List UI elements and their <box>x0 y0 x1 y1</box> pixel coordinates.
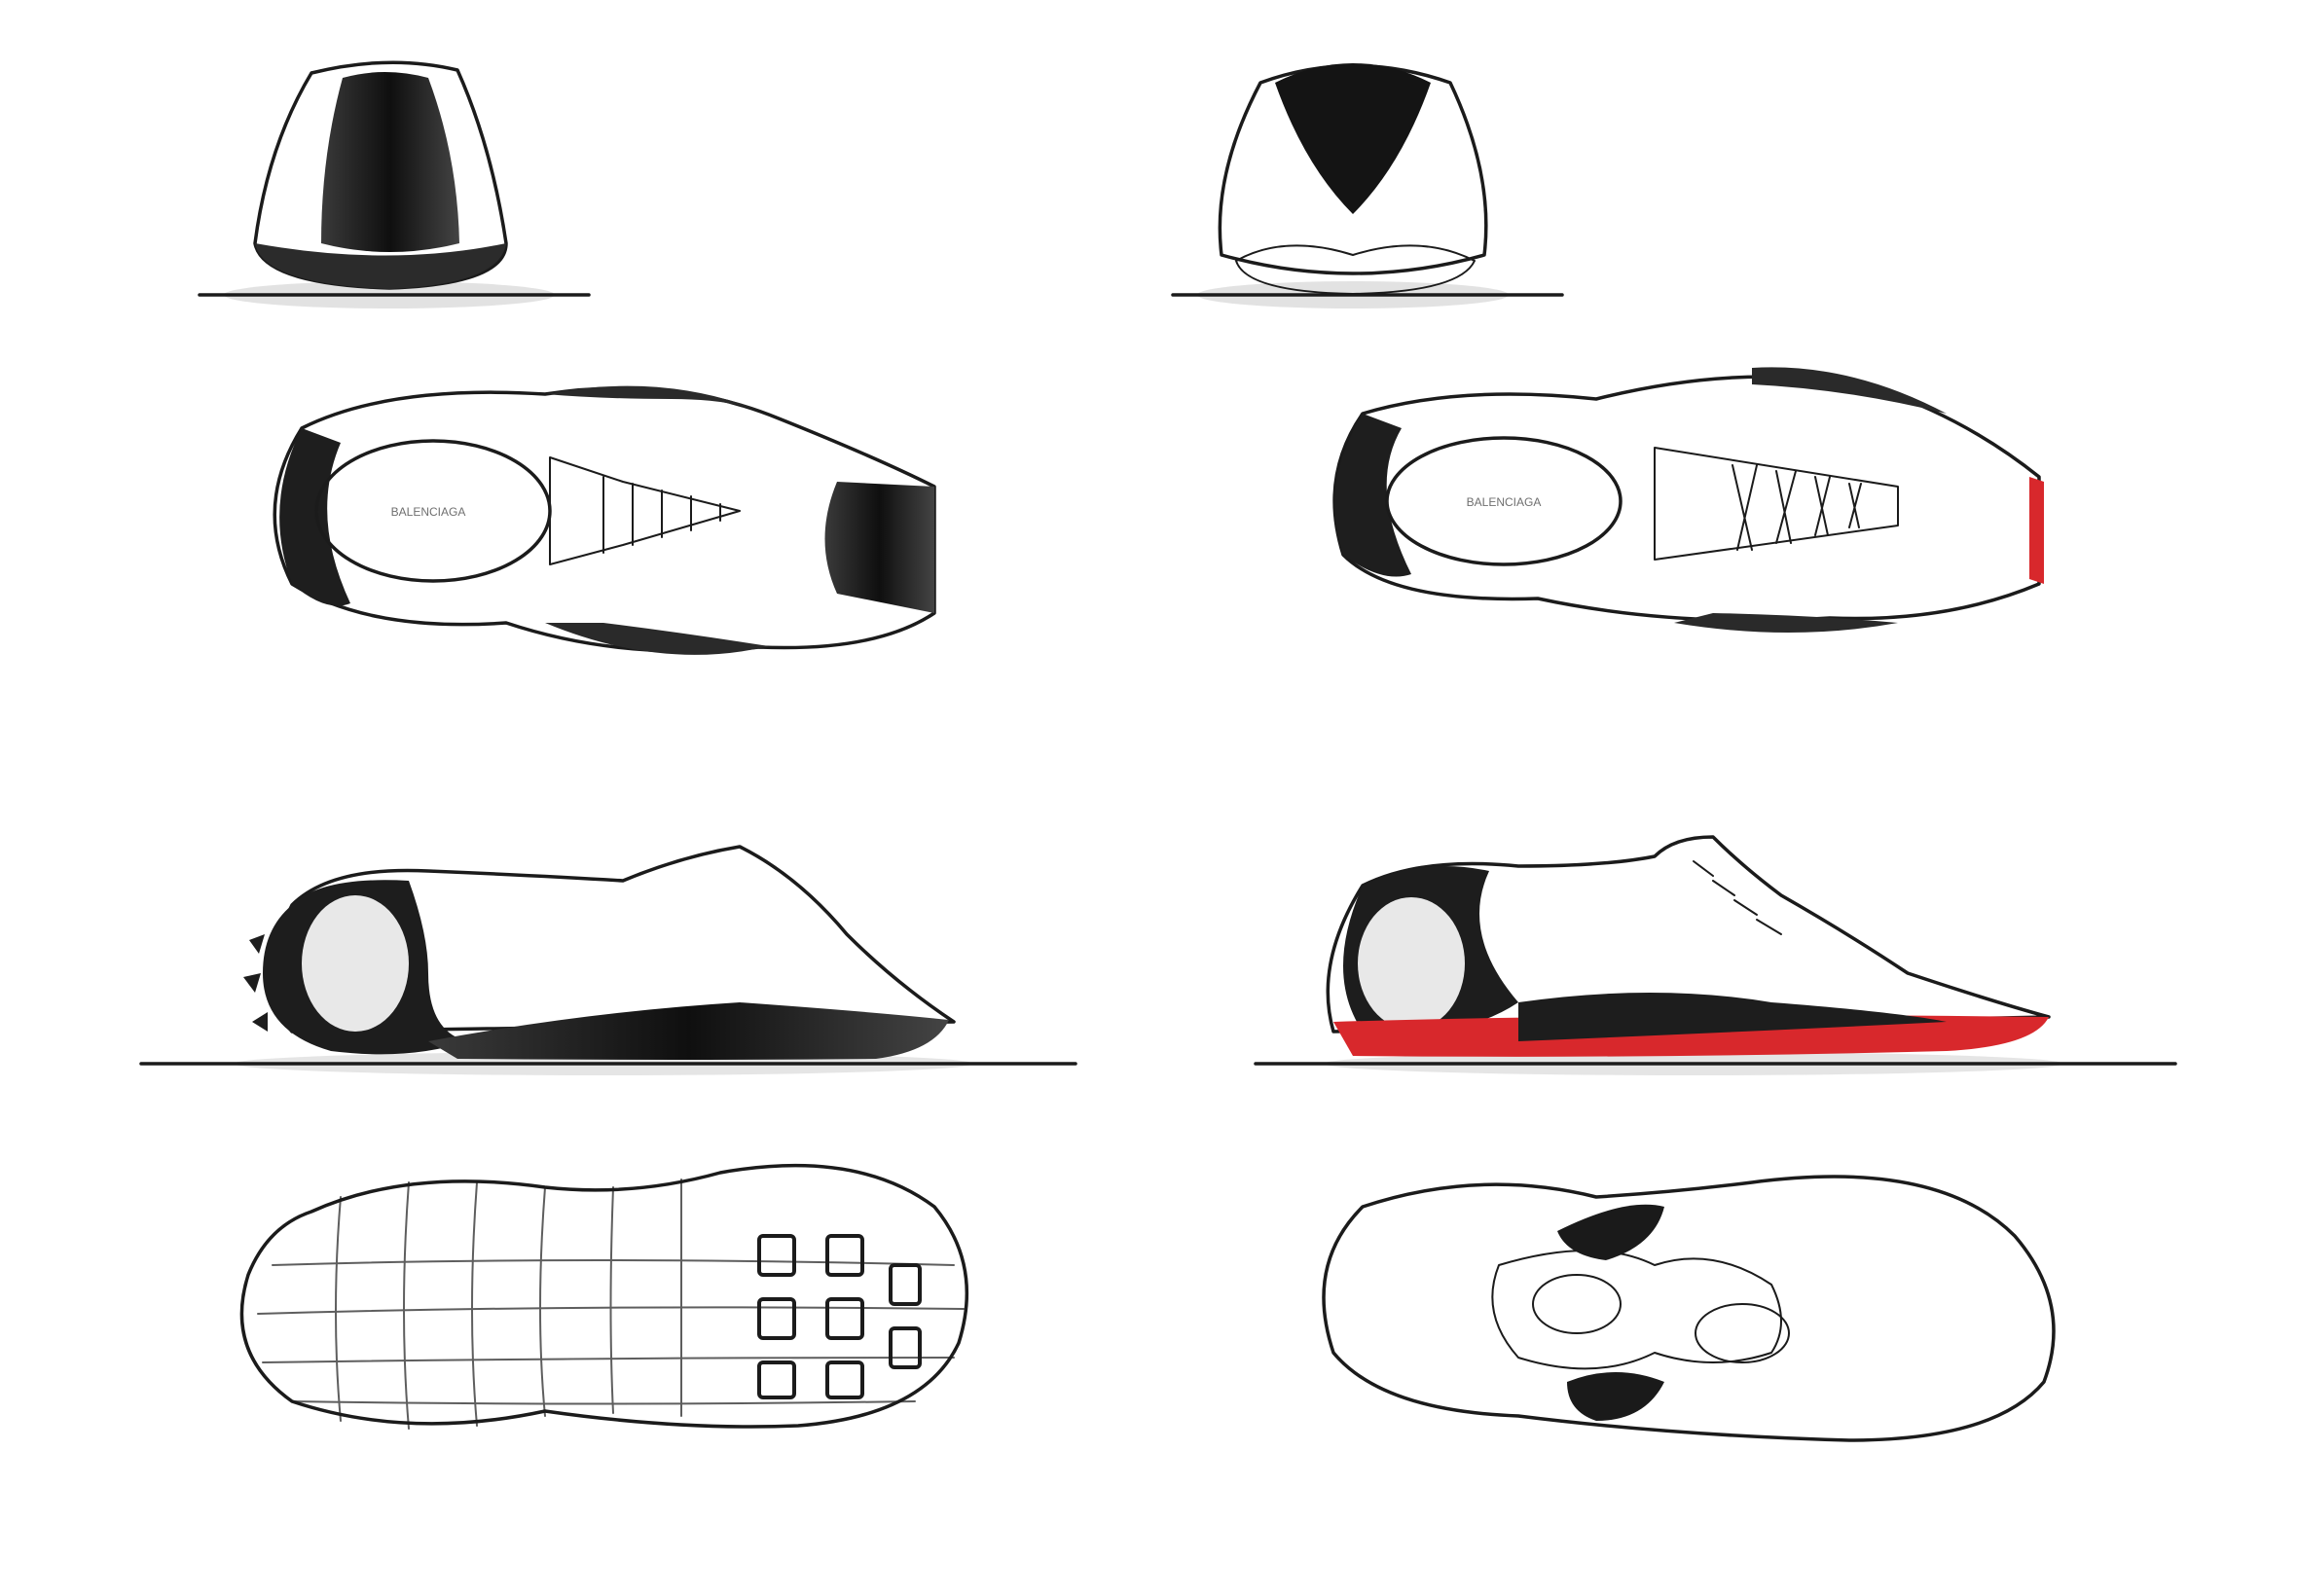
lace-loops <box>1693 860 1782 935</box>
side-view-dark-variant <box>139 845 1077 1075</box>
arch-plate <box>1491 1250 1782 1370</box>
tread-sole <box>428 1002 949 1060</box>
red-outsole-rear <box>1235 244 1476 295</box>
side-view-red-variant <box>1254 835 2177 1075</box>
lace-lines <box>602 476 721 554</box>
heel-base <box>255 243 506 289</box>
rear-view-dark-variant <box>198 60 591 308</box>
rear-view-red-variant <box>1171 63 1564 308</box>
outsole-outline <box>1322 1175 2056 1442</box>
outsole-grid <box>257 1179 965 1430</box>
heel-tab <box>1275 63 1431 214</box>
insole-logo: BALENCIAGA <box>1467 495 1542 509</box>
sole-edge-top <box>545 385 779 418</box>
heel-window <box>1358 897 1465 1030</box>
sole-edge-top <box>1752 367 1947 414</box>
laces <box>1732 464 1862 551</box>
heel-wrap <box>1334 414 1411 577</box>
sole-edge-bottom <box>545 623 769 655</box>
top-view-dark-variant: BALENCIAGA <box>273 385 936 655</box>
tongue <box>1654 447 1899 561</box>
red-pod-right <box>1695 1303 1790 1363</box>
tread-blocks <box>757 1234 922 1399</box>
upper-outline <box>1332 375 2041 623</box>
top-view-red-variant: BALENCIAGA <box>1332 367 2044 633</box>
collar-opening <box>1385 436 1622 566</box>
heel-lugs <box>243 934 268 1032</box>
heel-shell <box>253 60 508 290</box>
toe-cap <box>824 482 934 613</box>
heel-wrap <box>279 428 350 606</box>
tongue <box>549 456 741 565</box>
insole-logo: BALENCIAGA <box>391 505 466 519</box>
midsole-wave <box>1518 993 1947 1041</box>
outsole-view-dark-variant <box>239 1163 969 1430</box>
outsole-view-red-variant <box>1322 1175 2056 1442</box>
outsole-outline <box>239 1163 969 1429</box>
red-pod-left <box>1532 1274 1622 1334</box>
sole-edge-bottom <box>1674 613 1898 633</box>
arch-dark-bottom <box>1567 1372 1664 1421</box>
heel-window <box>302 895 409 1032</box>
heel-counter <box>321 72 459 252</box>
red-outsole <box>1333 1015 2049 1057</box>
upper-body <box>1326 835 2051 1034</box>
red-toe-tip <box>2029 477 2044 584</box>
arch-dark-top <box>1557 1204 1664 1260</box>
